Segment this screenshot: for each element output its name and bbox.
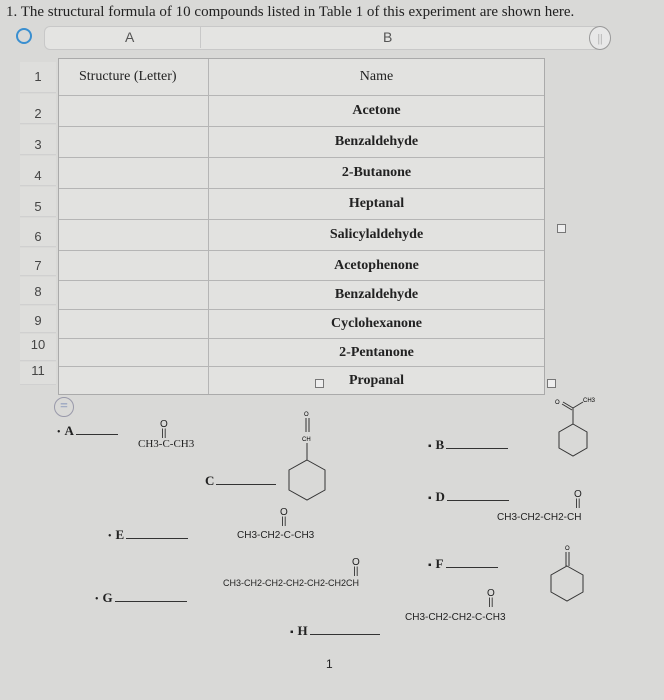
table-header-row: Structure (Letter) Name [59,59,544,96]
row-number[interactable]: 4 [20,156,56,186]
question-title: 1. The structural formula of 10 compound… [6,4,575,20]
structure-f-item: ▪ F [428,555,498,573]
structure-cell[interactable] [59,339,209,366]
svg-text:O: O [565,546,570,552]
svg-text:CH3: CH3 [583,398,596,404]
row-number[interactable]: 8 [20,277,56,305]
answer-blank[interactable] [309,634,380,635]
answer-blank[interactable] [126,538,189,539]
table-row: Benzaldehyde [59,281,544,310]
name-cell[interactable]: Benzaldehyde [334,287,419,302]
letter-label: G [102,590,113,605]
column-b-header[interactable]: B [383,29,393,45]
name-cell[interactable]: Acetophenone [334,257,419,273]
row-number[interactable]: 2 [20,94,56,124]
formula-e: CH3-CH2-C-CH3 [237,530,315,541]
structure-g-item: • HG [95,589,187,607]
letter-label: E [115,527,125,542]
name-cell[interactable]: Acetone [352,103,401,118]
answer-blank[interactable] [114,601,187,602]
structure-a-item: • A [57,422,118,440]
resize-handle[interactable] [315,379,324,388]
row-number[interactable]: 9 [20,306,56,333]
carbonyl: O|| [352,557,360,577]
answer-blank[interactable] [446,500,509,501]
table-row: Acetone [59,96,544,127]
letter-label: H [297,623,308,638]
name-cell[interactable]: Heptanal [348,196,405,211]
table-row: Salicylaldehyde [59,220,544,251]
table-row: Heptanal [59,189,544,220]
name-cell[interactable]: Propanal [349,372,404,388]
structure-cell[interactable] [59,220,209,250]
column-header-bar [44,26,602,50]
svg-text:O: O [555,400,560,406]
carbonyl: O|| [280,507,288,527]
carbonyl: O|| [487,588,495,608]
structure-c-item: C [205,472,277,490]
structure-b-item: ▪ B [428,436,509,454]
row-number[interactable]: 5 [20,187,56,217]
structure-h-item: ▪ H [290,622,380,640]
letter-label: B [435,437,445,452]
structure-d-item: ▪ D [428,488,509,506]
answer-blank[interactable] [216,484,277,485]
table-row: Benzaldehyde [59,127,544,158]
letter-label: A [64,423,74,438]
resize-handle[interactable] [547,379,556,388]
svg-text:O: O [304,412,309,418]
name-header[interactable]: Name [359,69,394,84]
letter-label: C [205,473,215,488]
pause-icon[interactable]: || [589,26,611,50]
acetophenone-structure: O CH3 [555,398,596,457]
row-number[interactable]: 1 [20,62,56,93]
structure-cell[interactable] [59,158,209,188]
structure-cell[interactable] [59,367,209,394]
formula-g: CH3-CH2-CH2-CH2-CH2-CH2CH [223,578,360,588]
compound-table: Structure (Letter) Name Acetone Benzalde… [58,58,545,395]
table-row: 2-Butanone [59,158,544,189]
drag-handle-icon[interactable]: = [54,397,74,417]
resize-handle[interactable] [557,224,566,233]
row-number[interactable]: 11 [20,362,56,385]
name-cell[interactable]: Salicylaldehyde [329,227,424,242]
name-cell[interactable]: Benzaldehyde [334,134,419,149]
formula-d: CH3-CH2-CH2-CH [497,512,582,523]
structure-cell[interactable] [59,310,209,338]
table-row: Acetophenone [59,251,544,281]
structure-cell[interactable] [59,189,209,219]
formula-a: CH3-C-CH3 [138,438,195,450]
carbonyl: O|| [160,419,168,439]
table-row: 2-Pentanone [59,339,544,367]
radio-icon[interactable] [16,28,32,44]
structure-e-item: • E [108,526,189,544]
row-number[interactable]: 7 [20,248,56,276]
answer-blank[interactable] [445,567,498,568]
structure-cell[interactable] [59,281,209,309]
letter-label: F [435,556,444,571]
letter-label: D [435,489,445,504]
table-row: Propanal [59,367,544,394]
cyclohexanone-structure: O [550,546,584,602]
formula-h: CH3-CH2-CH2-C-CH3 [405,612,506,623]
name-cell[interactable]: Cyclohexanone [331,316,422,331]
row-number[interactable]: 3 [20,125,56,155]
page-number: 1 [326,657,333,671]
name-cell[interactable]: 2-Pentanone [339,344,414,360]
table-row: Cyclohexanone [59,310,544,339]
answer-blank[interactable] [75,434,118,435]
answer-blank[interactable] [446,448,509,449]
structure-cell[interactable] [59,251,209,280]
name-cell[interactable]: 2-Butanone [341,165,412,180]
row-number[interactable]: 10 [20,334,56,361]
structure-cell[interactable] [59,96,209,126]
structure-cell[interactable] [59,127,209,157]
column-a-header[interactable]: A [125,29,135,45]
structure-header[interactable]: Structure (Letter) [59,59,209,95]
svg-text:CH: CH [302,437,311,443]
benzaldehyde-structure: O CH [288,412,326,501]
row-number[interactable]: 6 [20,218,56,247]
carbonyl: O|| [574,489,582,509]
